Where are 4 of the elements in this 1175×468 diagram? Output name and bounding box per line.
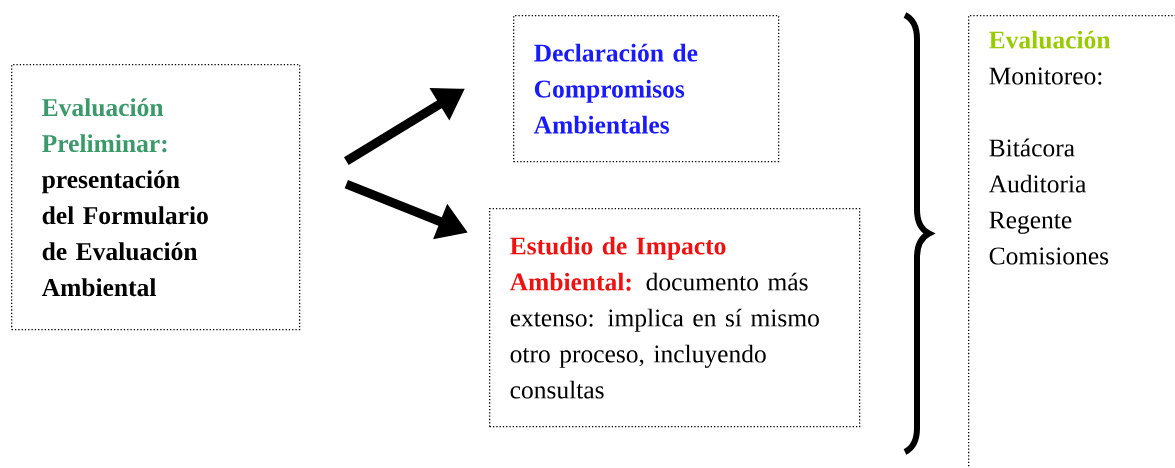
text-box: Declaración de Compromisos Ambientales [513, 15, 780, 163]
text-box: Estudio de Impacto Ambiental: documento más extenso: implica en sí mismo otro proceso, incluyendo consultas [489, 208, 861, 428]
text-box: Evaluación Monitoreo: Bitácora Auditoria Regente Comisiones [968, 15, 1175, 468]
text-box: Evaluación Preliminar: presentación del Formulario de Evaluación Ambiental [11, 64, 301, 331]
